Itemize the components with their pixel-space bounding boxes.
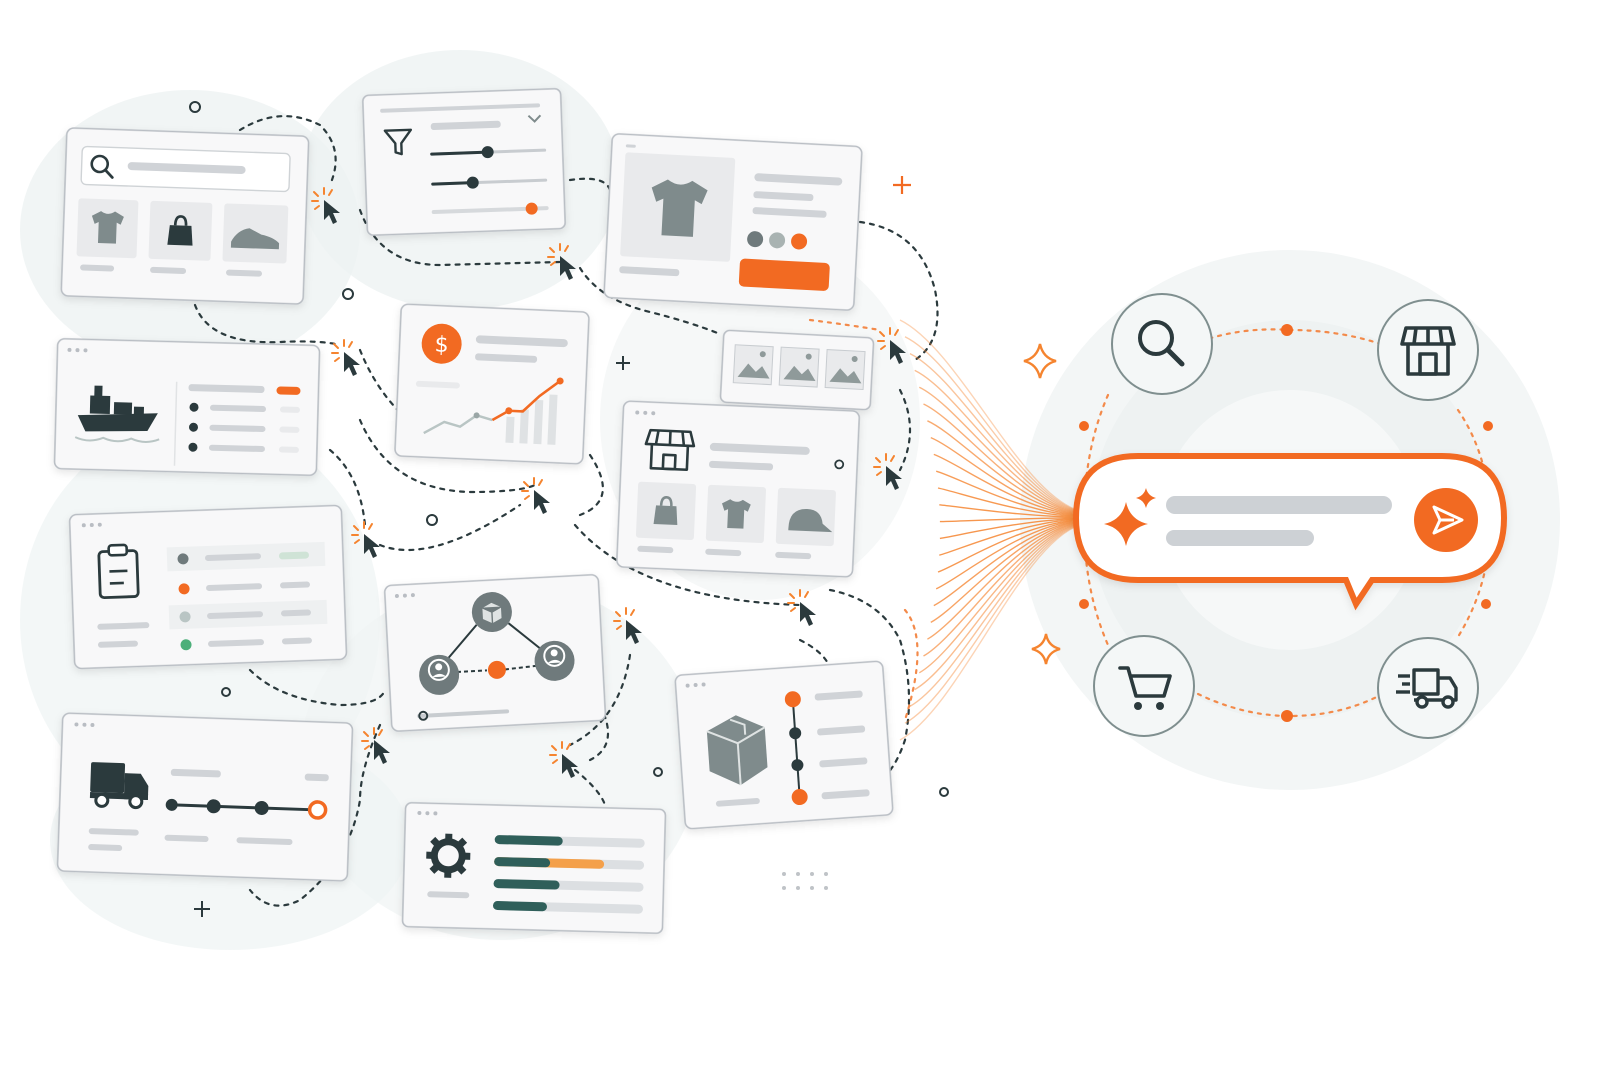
convergence-line (923, 403, 1081, 515)
convergence-line (918, 386, 1081, 514)
convergence-line (909, 523, 1081, 708)
convergence-line (918, 522, 1081, 674)
progress-fill (493, 879, 560, 890)
cursor-icon (331, 339, 361, 377)
card-order-checklist[interactable] (68, 504, 348, 670)
dot-grid (782, 872, 828, 890)
trend-chart (423, 377, 564, 445)
hub-node (487, 660, 506, 679)
card-sales-chart[interactable]: $ (394, 303, 590, 465)
convergence-line (914, 522, 1081, 691)
slider-handle[interactable] (481, 146, 494, 159)
convergence-line (899, 319, 1081, 512)
store-icon (1400, 326, 1456, 376)
convergence-line (933, 519, 1081, 607)
slider-handle[interactable] (525, 202, 538, 215)
convergence-line (935, 519, 1081, 590)
cart-icon (1118, 666, 1172, 710)
progress-fill (494, 835, 563, 846)
search-icon (1138, 320, 1185, 367)
convergence-line (904, 336, 1081, 513)
search-icon (90, 154, 114, 179)
slider-handle[interactable] (466, 176, 479, 189)
cap-icon (788, 509, 833, 533)
cursor-icon (521, 477, 551, 515)
orbit-cart-button[interactable] (1093, 635, 1195, 737)
orbit-search-button[interactable] (1111, 293, 1213, 395)
image-icon (732, 344, 774, 386)
convergence-line (939, 504, 1081, 518)
convergence-line (930, 436, 1081, 516)
convergence-line (939, 517, 1081, 523)
status-badge (276, 386, 301, 395)
card-storefront[interactable] (616, 400, 861, 578)
ship-icon (74, 385, 160, 443)
prompt-text-line (1166, 530, 1314, 546)
sparkle-icon (1031, 633, 1061, 665)
color-swatch[interactable] (791, 233, 808, 250)
dollar-icon (421, 323, 462, 364)
convergence-lines (899, 319, 1081, 741)
truck-icon (89, 762, 149, 810)
orbit (1079, 324, 1493, 722)
color-swatch[interactable] (747, 231, 764, 248)
card-product-search[interactable] (60, 127, 310, 305)
convergence-line (936, 470, 1081, 517)
convergence-line (927, 420, 1081, 516)
color-swatch[interactable] (769, 232, 786, 249)
sneaker-icon (230, 228, 280, 250)
convergence-line (933, 453, 1081, 517)
convergence-line (909, 352, 1081, 513)
add-to-cart-button[interactable] (738, 258, 830, 291)
card-filter-panel[interactable] (362, 87, 566, 236)
clipboard-icon (97, 543, 140, 600)
package-icon (706, 715, 768, 786)
convergence-line (937, 518, 1081, 573)
card-image-gallery[interactable] (719, 329, 875, 411)
convergence-line (904, 523, 1081, 724)
orbit-store-button[interactable] (1377, 299, 1479, 401)
assistant-prompt-bar[interactable] (1072, 453, 1508, 611)
convergence-line (930, 520, 1081, 624)
convergence-line (927, 520, 1081, 640)
card-network-graph[interactable] (383, 574, 607, 732)
decorations (189, 101, 949, 917)
sparkle-icon (1104, 488, 1156, 546)
image-icon (824, 349, 866, 391)
delivery-truck-icon (1396, 668, 1458, 709)
card-shipping-list[interactable] (53, 338, 321, 477)
progress-fill (493, 901, 547, 912)
convergence-line (914, 369, 1081, 514)
plus-icon (893, 176, 911, 194)
filter-icon (383, 128, 413, 156)
prompt-text-line (1166, 496, 1392, 514)
sparkle-icon (1023, 343, 1057, 379)
card-settings-progress[interactable] (401, 801, 667, 935)
send-button[interactable] (1414, 488, 1478, 552)
card-product-detail[interactable] (603, 133, 863, 311)
send-icon (1432, 505, 1464, 535)
card-package-timeline[interactable] (674, 660, 894, 830)
cursor-icon (787, 589, 817, 627)
convergence-line (899, 524, 1081, 741)
convergence-line (937, 487, 1081, 518)
image-icon (778, 346, 820, 388)
chevron-down-icon[interactable] (527, 114, 542, 123)
convergence-line (939, 518, 1081, 556)
store-icon (644, 428, 696, 472)
convergence-line (939, 517, 1081, 540)
convergence-line (923, 521, 1081, 657)
dollar-icon-glyph: $ (434, 332, 449, 358)
gear-icon (426, 833, 471, 878)
orbit-delivery-button[interactable] (1377, 637, 1479, 739)
card-delivery-tracker[interactable] (56, 712, 354, 882)
